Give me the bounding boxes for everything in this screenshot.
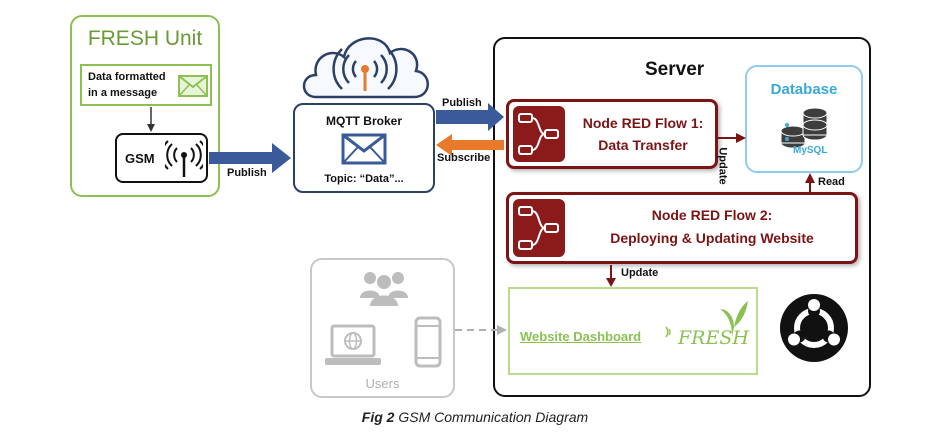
figure-caption: Fig 2 GSM Communication Diagram bbox=[0, 409, 950, 425]
fresh-unit-box: FRESH Unit bbox=[70, 15, 220, 197]
update-label-right: Update bbox=[716, 147, 729, 185]
envelope-icon bbox=[341, 133, 387, 165]
mqtt-topic: Topic: “Data”... bbox=[324, 173, 404, 185]
read-label: Read bbox=[818, 176, 845, 188]
flow-2-line-1: Node RED Flow 2: bbox=[651, 207, 773, 223]
fresh-logo-text: FRESH bbox=[678, 327, 749, 349]
subscribe-arrow bbox=[436, 134, 504, 156]
update-label-down: Update bbox=[621, 267, 659, 279]
database-mysql-label: MySQL bbox=[793, 145, 828, 156]
server-box: Server bbox=[493, 37, 871, 397]
users-label: Users bbox=[365, 376, 400, 391]
message-line-1: Data formatted bbox=[88, 71, 166, 83]
server-title: Server bbox=[645, 59, 705, 80]
publish-label-left: Publish bbox=[227, 167, 267, 179]
users-box: Users bbox=[310, 258, 455, 398]
fresh-unit-title: FRESH Unit bbox=[87, 27, 203, 50]
publish-arrow-gsm-mqtt bbox=[209, 143, 291, 173]
database-icon bbox=[780, 107, 828, 149]
cloud-icon bbox=[302, 37, 429, 99]
broadcast-icon bbox=[332, 48, 398, 91]
wifi-icon bbox=[665, 326, 671, 338]
flow-2-line-2: Deploying & Updating Website bbox=[610, 230, 814, 246]
node-red-icon bbox=[513, 199, 565, 257]
node-red-flow-1-box: Node RED Flow 1: Data Transfer bbox=[506, 99, 718, 169]
website-dashboard-label: Website Dashboard bbox=[520, 329, 642, 344]
gsm-box: GSM bbox=[115, 133, 208, 183]
ubuntu-logo-icon bbox=[780, 294, 848, 362]
caption-text: GSM Communication Diagram bbox=[394, 409, 589, 425]
gsm-label: GSM bbox=[125, 151, 155, 166]
subscribe-label: Subscribe bbox=[437, 152, 491, 164]
database-box: Database MySQL bbox=[745, 65, 863, 173]
database-title: Database bbox=[770, 81, 838, 98]
mqtt-broker-title: MQTT Broker bbox=[325, 114, 402, 128]
envelope-icon bbox=[178, 75, 208, 97]
message-line-2: in a message bbox=[88, 87, 158, 99]
leaf-icon bbox=[720, 301, 748, 337]
laptop-icon bbox=[325, 324, 381, 365]
mqtt-broker-box: MQTT Broker Topic: “Data”... bbox=[293, 103, 435, 193]
node-red-flow-2-box: Node RED Flow 2: Deploying & Updating We… bbox=[506, 192, 858, 264]
antenna-icon bbox=[165, 140, 203, 177]
node-red-icon bbox=[513, 106, 565, 162]
website-dashboard-box: Website Dashboard FRESH bbox=[508, 287, 758, 375]
users-group-icon bbox=[360, 272, 408, 306]
flow-1-line-2: Data Transfer bbox=[598, 137, 688, 153]
publish-label-top: Publish bbox=[442, 97, 482, 109]
flow-1-line-1: Node RED Flow 1: bbox=[582, 115, 704, 131]
message-box: Data formatted in a message bbox=[80, 64, 212, 106]
publish-arrow-mqtt-server bbox=[436, 103, 504, 131]
phone-icon bbox=[414, 316, 442, 368]
caption-prefix: Fig 2 bbox=[361, 409, 395, 425]
